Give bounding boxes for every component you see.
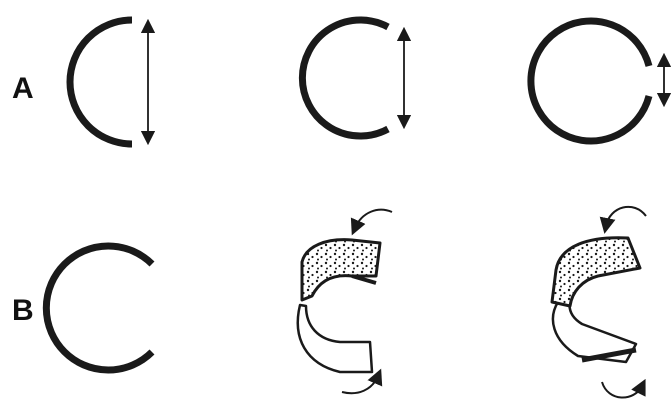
ring-b1 <box>46 246 152 370</box>
curved-rotation-arrow-icon <box>355 210 392 228</box>
twisted-ring-b3 <box>552 207 646 398</box>
curved-rotation-arrow-icon <box>342 376 378 393</box>
row-label-b: B <box>12 296 34 326</box>
row-label-a: A <box>12 74 34 104</box>
ring-a3 <box>531 21 664 141</box>
ring-a1 <box>70 20 148 144</box>
curved-rotation-arrow-icon <box>606 207 646 226</box>
ring-a2 <box>302 20 404 136</box>
twisted-ring-b2 <box>298 210 392 393</box>
curved-rotation-arrow-icon <box>602 382 642 398</box>
